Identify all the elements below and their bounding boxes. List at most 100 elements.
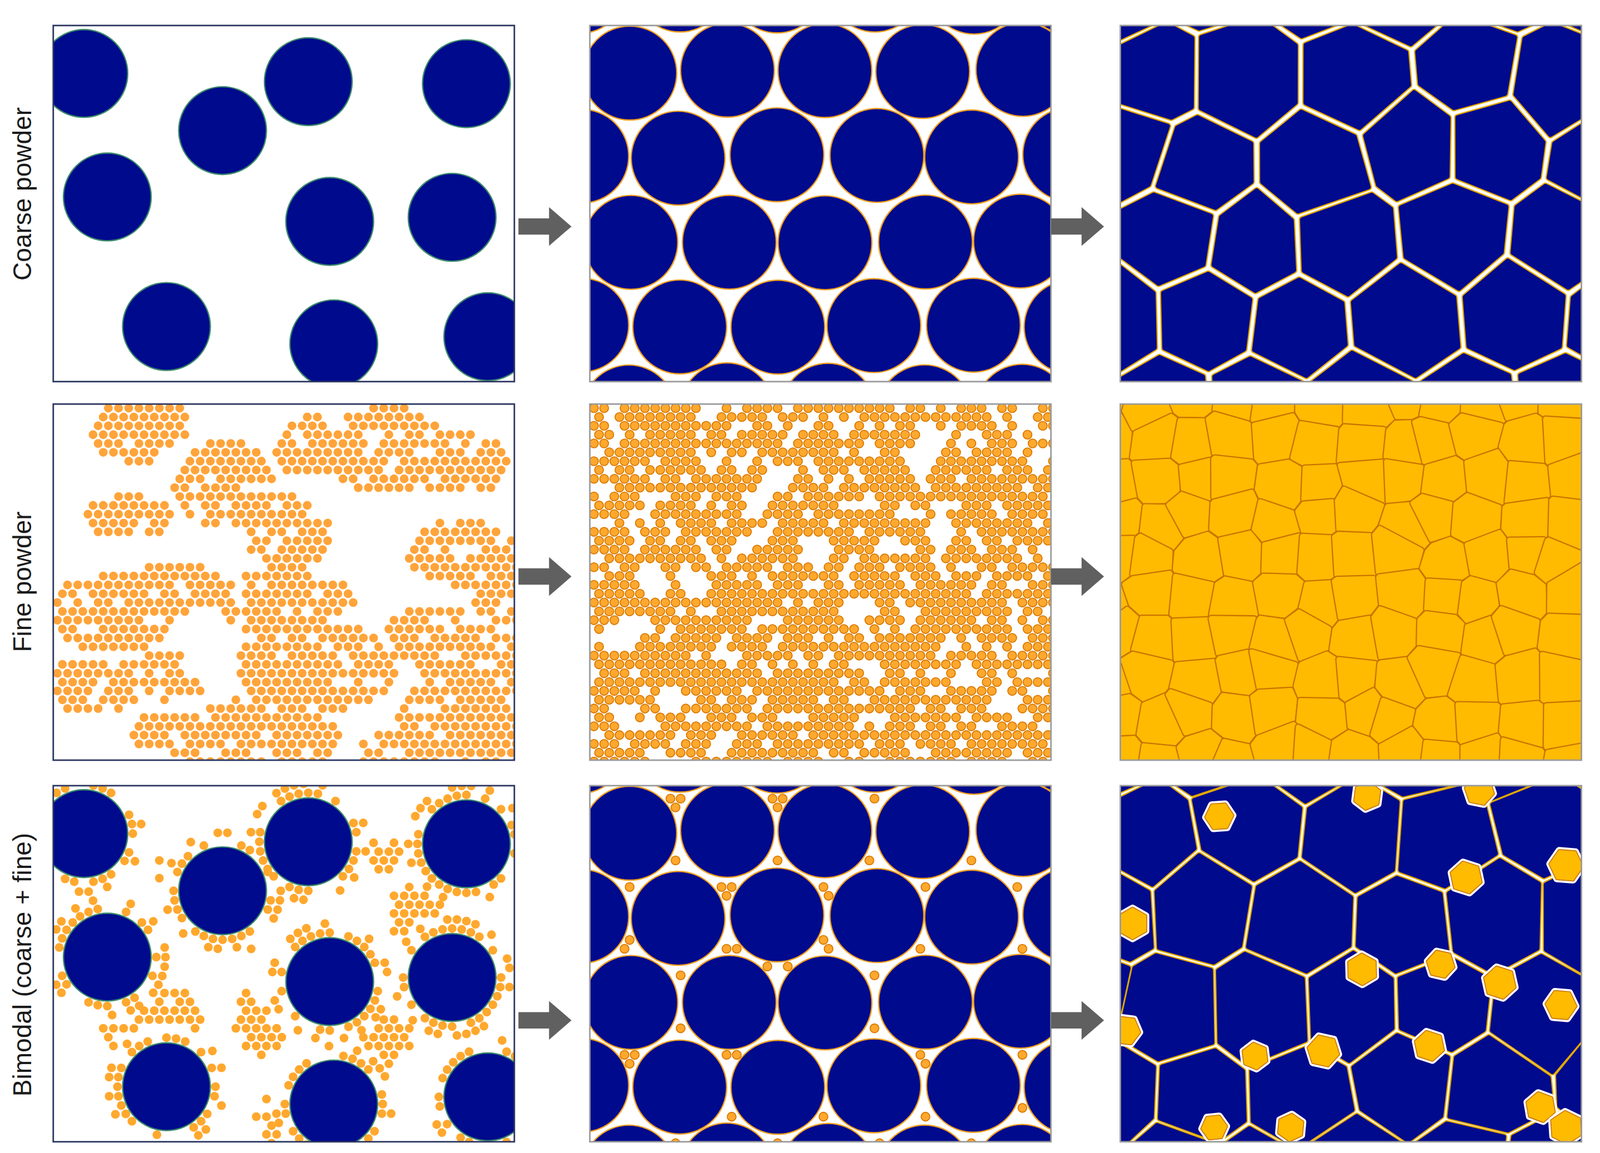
fine-particle <box>491 527 501 537</box>
fine-particle <box>1012 465 1022 475</box>
fine-particle <box>145 421 154 430</box>
fine-particle <box>119 677 129 687</box>
fine-particle <box>476 677 485 687</box>
fine-particle <box>129 624 139 634</box>
fine-particle <box>73 597 83 607</box>
fine-particle <box>875 527 884 537</box>
fine-particle <box>686 465 696 475</box>
fine-particle <box>445 447 455 457</box>
fine-particle <box>206 703 215 713</box>
fine-particle <box>757 553 767 563</box>
fine-particle <box>491 438 501 448</box>
fine-particle <box>328 721 338 731</box>
fine-particle <box>1043 589 1051 599</box>
fine-particle <box>808 447 818 457</box>
fine-particle <box>302 553 312 563</box>
fine-particle <box>88 642 98 652</box>
fine-particle <box>630 403 640 413</box>
fine-particle <box>53 686 62 695</box>
fine-particle <box>185 456 195 466</box>
fine-particle <box>180 412 190 422</box>
fine-particle <box>610 527 619 537</box>
fine-particle <box>600 474 609 484</box>
fine-particle <box>405 553 414 563</box>
panel-border <box>590 25 1052 382</box>
fine-particle <box>456 677 465 687</box>
fine-particle <box>129 695 139 704</box>
fine-particle <box>793 545 803 554</box>
fine-particle <box>880 430 890 439</box>
fine-particle <box>834 562 844 572</box>
fine-particle <box>93 615 103 625</box>
fine-particle <box>257 615 267 625</box>
fine-particle <box>440 527 450 537</box>
fine-particle <box>1002 430 1012 439</box>
fine-particle <box>246 456 256 466</box>
fine-particle <box>1007 545 1017 554</box>
fine-particle <box>206 580 215 590</box>
fine-particle <box>961 571 971 581</box>
fine-particle <box>282 642 292 652</box>
fine-particle <box>712 545 722 554</box>
fine-particle <box>982 501 992 510</box>
fine-particle <box>486 465 496 475</box>
fine-particle <box>145 721 154 731</box>
fine-particle <box>134 456 144 466</box>
fine-particle <box>900 518 910 528</box>
fine-particle <box>73 580 83 590</box>
fine-particle <box>625 483 634 493</box>
fine-particle <box>590 492 599 502</box>
fine-particle <box>246 580 256 590</box>
fine-particle <box>83 668 93 678</box>
fine-particle <box>956 509 966 519</box>
fine-particle <box>1007 403 1017 413</box>
panel-content <box>53 403 515 760</box>
fine-particle <box>400 421 409 430</box>
fine-particle <box>895 456 905 466</box>
fine-particle <box>926 509 935 519</box>
fine-particle <box>175 721 185 731</box>
fine-particle <box>323 677 333 687</box>
fine-particle <box>307 421 317 430</box>
fine-particle <box>251 712 261 722</box>
fine-particle <box>201 483 210 493</box>
fine-particle <box>773 438 783 448</box>
fine-particle <box>103 633 113 643</box>
fine-particle <box>277 438 287 448</box>
fine-particle <box>967 509 977 519</box>
fine-particle <box>911 571 920 581</box>
fine-particle <box>297 651 307 660</box>
fine-particle <box>717 430 727 439</box>
fine-particle <box>496 730 506 740</box>
panel <box>589 403 1058 767</box>
fine-particle <box>936 456 946 466</box>
fine-particle <box>875 474 884 484</box>
fine-particle <box>615 518 624 528</box>
fine-particle <box>783 562 793 572</box>
fine-particle <box>476 642 485 652</box>
fine-particle <box>302 589 312 599</box>
fine-particle <box>236 438 246 448</box>
fine-particle <box>992 571 1002 581</box>
fine-particle <box>363 660 373 669</box>
fine-particle <box>905 562 915 572</box>
fine-particle <box>982 518 992 528</box>
fine-particle <box>824 527 834 537</box>
fine-particle <box>1033 589 1043 599</box>
fine-particle <box>353 465 363 475</box>
fine-particle <box>113 686 123 695</box>
fine-particle <box>450 686 460 695</box>
fine-particle <box>180 606 190 616</box>
fine-particle <box>661 545 670 554</box>
fine-particle <box>145 562 154 572</box>
fine-particle <box>671 438 680 448</box>
fine-particle <box>762 562 772 572</box>
fine-particle <box>860 553 869 563</box>
fine-particle <box>951 536 961 545</box>
fine-particle <box>435 483 445 493</box>
fine-particle <box>768 501 778 510</box>
fine-particle <box>175 597 185 607</box>
fine-particle <box>671 474 680 484</box>
fine-particle <box>590 421 599 430</box>
